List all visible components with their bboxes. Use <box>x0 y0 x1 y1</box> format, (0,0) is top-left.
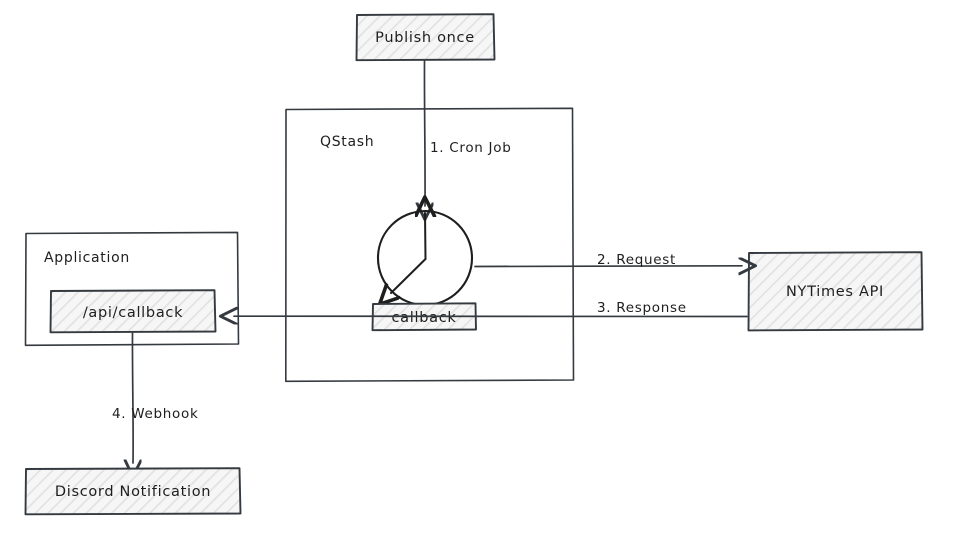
node-callback[interactable]: callback <box>371 302 477 332</box>
node-publish-once-label: Publish once <box>375 30 475 46</box>
container-qstash-label: QStash <box>320 134 374 150</box>
container-application[interactable]: Application <box>24 231 240 347</box>
edge-response: 3. Response <box>234 300 748 317</box>
container-qstash[interactable]: QStash <box>285 107 575 383</box>
edge-request: 2. Request <box>474 252 742 268</box>
edge-webhook-label: 4. Webhook <box>112 406 199 422</box>
node-api-callback[interactable]: /api/callback <box>49 289 217 334</box>
container-application-label: Application <box>44 250 130 266</box>
node-publish-once[interactable]: Publish once <box>355 13 496 62</box>
node-api-callback-label: /api/callback <box>83 305 183 321</box>
edge-request-label: 2. Request <box>597 252 676 268</box>
edge-cron-job: 1. Cron Job <box>424 60 511 206</box>
node-discord-notification[interactable]: Discord Notification <box>24 467 242 516</box>
edge-cron-job-label: 1. Cron Job <box>430 140 511 156</box>
clock-icon <box>376 211 474 307</box>
node-nytimes-api-label: NYTimes API <box>786 284 884 300</box>
node-callback-label: callback <box>392 310 457 326</box>
node-nytimes-api[interactable]: NYTimes API <box>747 251 924 332</box>
edge-webhook: 4. Webhook <box>112 332 199 463</box>
edge-response-label: 3. Response <box>597 300 687 316</box>
node-discord-notification-label: Discord Notification <box>55 484 211 500</box>
